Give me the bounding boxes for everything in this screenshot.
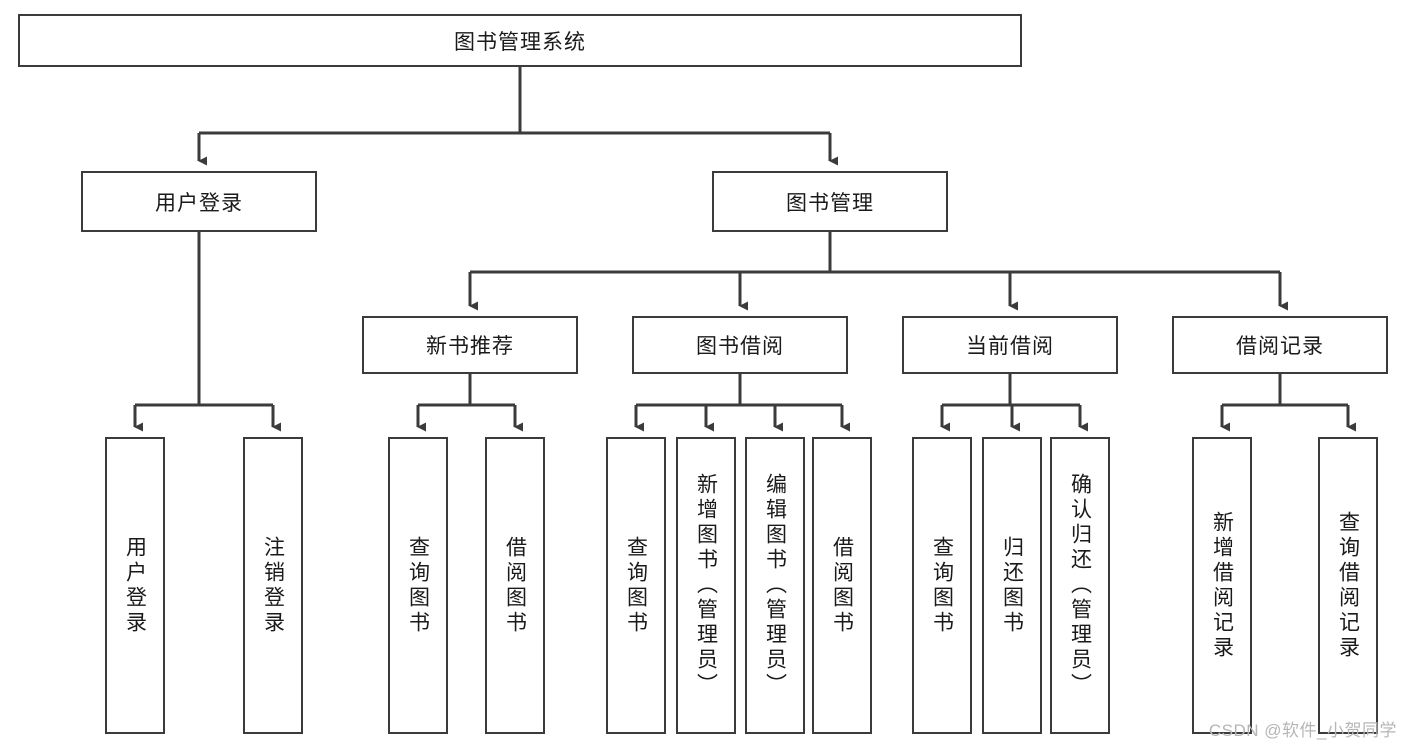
node-leaf-cb-query-book[interactable]: 查询图书: [912, 437, 972, 734]
node-label: 查询图书: [624, 535, 648, 636]
node-leaf-cb-confirm-return[interactable]: 确认归还（管理员）: [1050, 437, 1110, 734]
node-leaf-cb-return-book[interactable]: 归还图书: [982, 437, 1042, 734]
node-borrow-record[interactable]: 借阅记录: [1172, 316, 1388, 374]
node-label: 用户登录: [155, 191, 243, 215]
node-label: 新增图书（管理员）: [694, 473, 718, 698]
node-leaf-bb-add-book[interactable]: 新增图书（管理员）: [676, 437, 736, 734]
node-label: 新书推荐: [426, 335, 514, 358]
node-label: 确认归还（管理员）: [1068, 473, 1092, 698]
node-current-borrow[interactable]: 当前借阅: [902, 316, 1118, 374]
node-label: 当前借阅: [966, 335, 1054, 358]
node-leaf-bb-edit-book[interactable]: 编辑图书（管理员）: [745, 437, 805, 734]
node-label: 查询图书: [930, 535, 954, 636]
node-label: 新增借阅记录: [1210, 510, 1234, 661]
node-root[interactable]: 图书管理系统: [18, 14, 1022, 67]
node-leaf-user-logout[interactable]: 注销登录: [243, 437, 303, 734]
node-label: 借阅图书: [830, 535, 854, 636]
node-label: 查询图书: [406, 535, 430, 636]
node-label: 查询借阅记录: [1336, 510, 1360, 661]
node-label: 借阅记录: [1236, 335, 1324, 358]
node-label: 图书管理: [786, 191, 874, 215]
node-label: 用户登录: [123, 535, 147, 636]
node-label: 编辑图书（管理员）: [763, 473, 787, 698]
node-label: 归还图书: [1000, 535, 1024, 636]
node-leaf-br-add-record[interactable]: 新增借阅记录: [1192, 437, 1252, 734]
node-leaf-br-query-record[interactable]: 查询借阅记录: [1318, 437, 1378, 734]
node-book-borrow[interactable]: 图书借阅: [632, 316, 848, 374]
node-user-login[interactable]: 用户登录: [81, 171, 317, 232]
node-leaf-user-login[interactable]: 用户登录: [105, 437, 165, 734]
node-leaf-bb-borrow-book[interactable]: 借阅图书: [812, 437, 872, 734]
node-label: 图书管理系统: [454, 30, 586, 54]
node-leaf-rec-borrow-book[interactable]: 借阅图书: [485, 437, 545, 734]
csdn-watermark: CSDN @软件_小贺同学: [1208, 721, 1397, 740]
node-new-book-rec[interactable]: 新书推荐: [362, 316, 578, 374]
node-label: 图书借阅: [696, 335, 784, 358]
node-book-manage[interactable]: 图书管理: [712, 171, 948, 232]
node-leaf-rec-query-book[interactable]: 查询图书: [388, 437, 448, 734]
node-label: 注销登录: [261, 535, 285, 636]
node-label: 借阅图书: [503, 535, 527, 636]
node-leaf-bb-query-book[interactable]: 查询图书: [606, 437, 666, 734]
